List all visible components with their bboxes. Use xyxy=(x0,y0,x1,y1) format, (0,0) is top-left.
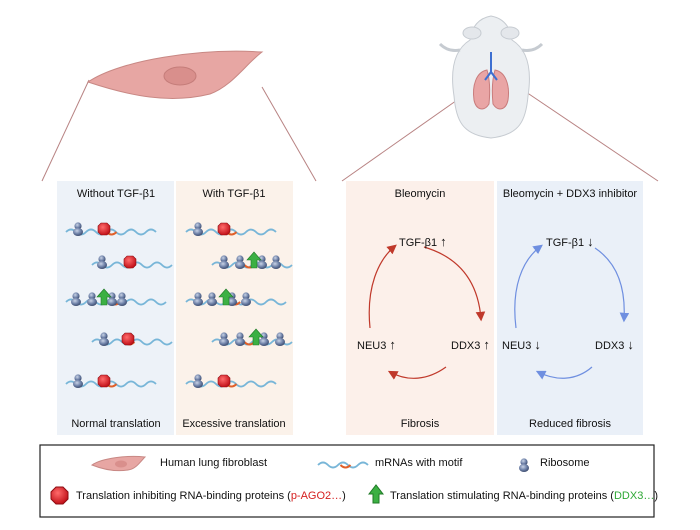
down-arrow-icon: ↓ xyxy=(534,337,541,352)
zoom-line xyxy=(41,79,90,182)
cycle-left-ddx3: DDX3 ↑ xyxy=(451,337,490,352)
translation-row xyxy=(65,374,157,388)
ribosome-icon xyxy=(275,332,285,346)
legend-stimulating-example: DDX3… xyxy=(613,490,655,502)
legend-inhibiting-example: p-AGO2… xyxy=(290,490,343,502)
legend-fibroblast-swatch xyxy=(90,455,147,472)
stimulator-protein-icon xyxy=(248,328,264,346)
ribosome-icon xyxy=(257,255,267,269)
inhibitor-protein-icon xyxy=(123,255,137,269)
up-arrow-icon: ↑ xyxy=(483,337,490,352)
ribosome-icon xyxy=(271,255,281,269)
ribosome-icon xyxy=(117,292,127,306)
stimulator-protein-icon xyxy=(246,251,262,269)
panel-title-without: Without TGF-β1 xyxy=(76,188,156,200)
inhibitor-protein-icon xyxy=(97,374,111,388)
legend-mrna-label: mRNAs with motif xyxy=(375,457,463,469)
legend-stimulator-swatch xyxy=(367,484,385,504)
mouse-with-lungs xyxy=(438,15,544,139)
panel-title-bleomycin: Bleomycin xyxy=(394,188,446,200)
cycle-arrow-bottom xyxy=(387,366,447,380)
cycle-left-neu3: NEU3 ↑ xyxy=(357,337,396,352)
panel-without-bg xyxy=(57,181,174,435)
caption-normal: Normal translation xyxy=(71,418,161,430)
panel-bleomycin-bg xyxy=(346,181,494,435)
cycle-arrow-top-right xyxy=(594,247,630,323)
ribosome-icon xyxy=(107,292,117,306)
cycle-left-tgf: TGF-β1 ↑ xyxy=(399,234,447,249)
caption-fibrosis: Fibrosis xyxy=(400,418,440,430)
inhibitor-protein-icon xyxy=(121,332,135,346)
inhibitor-protein-icon xyxy=(97,222,111,236)
ribosome-icon xyxy=(519,458,529,472)
zoom-line xyxy=(522,89,659,182)
legend-ribosome-label: Ribosome xyxy=(540,457,590,469)
ribosome-icon xyxy=(259,332,269,346)
up-arrow-icon: ↑ xyxy=(440,234,447,249)
cycle-arrow-bottom xyxy=(535,366,593,380)
translation-row xyxy=(211,328,293,346)
cycle-arrow-left-up xyxy=(368,244,397,329)
translation-row xyxy=(91,332,173,346)
down-arrow-icon: ↓ xyxy=(587,234,594,249)
translation-row xyxy=(185,374,277,388)
down-arrow-icon: ↓ xyxy=(627,337,634,352)
inhibitor-protein-icon xyxy=(217,222,231,236)
ribosome-icon xyxy=(87,292,97,306)
ribosome-icon xyxy=(241,292,251,306)
legend-stimulating-label: Translation stimulating RNA-binding prot… xyxy=(390,490,658,502)
mrna-strand xyxy=(317,461,369,469)
ribosome-icon xyxy=(219,255,229,269)
panel-title-with: With TGF-β1 xyxy=(202,188,266,200)
translation-row xyxy=(185,222,277,236)
caption-reduced: Reduced fibrosis xyxy=(529,418,611,430)
ribosome-icon xyxy=(207,292,217,306)
stimulator-protein-icon xyxy=(218,288,234,306)
ribosome-icon xyxy=(193,374,203,388)
legend-inhibitor-swatch xyxy=(50,486,69,505)
up-arrow-icon: ↑ xyxy=(389,337,396,352)
cycle-right-neu3: NEU3 ↓ xyxy=(502,337,541,352)
legend-ribosome-swatch xyxy=(519,458,529,472)
translation-row xyxy=(91,255,173,269)
legend-mrna-swatch xyxy=(317,461,369,469)
stimulator-protein-icon xyxy=(96,288,112,306)
ribosome-icon xyxy=(193,292,203,306)
fibroblast-cell xyxy=(86,50,264,99)
translation-row xyxy=(185,288,287,306)
panel-inhibitor-bg xyxy=(497,181,643,435)
cycle-arrow-left-up xyxy=(514,244,543,329)
translation-row xyxy=(211,251,293,269)
zoom-line xyxy=(261,86,317,182)
ribosome-icon xyxy=(73,374,83,388)
ribosome-icon xyxy=(73,222,83,236)
ribosome-icon xyxy=(219,332,229,346)
panel-with-bg xyxy=(176,181,293,435)
mrna-motif xyxy=(339,464,352,469)
caption-excessive: Excessive translation xyxy=(182,418,286,430)
panel-title-inhibitor: Bleomycin + DDX3 inhibitor xyxy=(502,188,638,200)
inhibitor-protein-icon xyxy=(217,374,231,388)
cycle-right-ddx3: DDX3 ↓ xyxy=(595,337,634,352)
ribosome-icon xyxy=(235,332,245,346)
zoom-line xyxy=(341,97,461,182)
cycle-right-tgf: TGF-β1 ↓ xyxy=(546,234,594,249)
translation-row xyxy=(65,222,157,236)
cycle-arrow-top-right xyxy=(423,246,486,322)
legend-box xyxy=(39,444,655,518)
ribosome-icon xyxy=(235,255,245,269)
ribosome-icon xyxy=(193,222,203,236)
translation-row xyxy=(65,288,167,306)
legend-fibroblast-label: Human lung fibroblast xyxy=(160,457,268,469)
legend-inhibiting-label: Translation inhibiting RNA-binding prote… xyxy=(76,490,346,502)
ribosome-icon xyxy=(99,332,109,346)
ribosome-icon xyxy=(97,255,107,269)
ribosome-icon xyxy=(71,292,81,306)
